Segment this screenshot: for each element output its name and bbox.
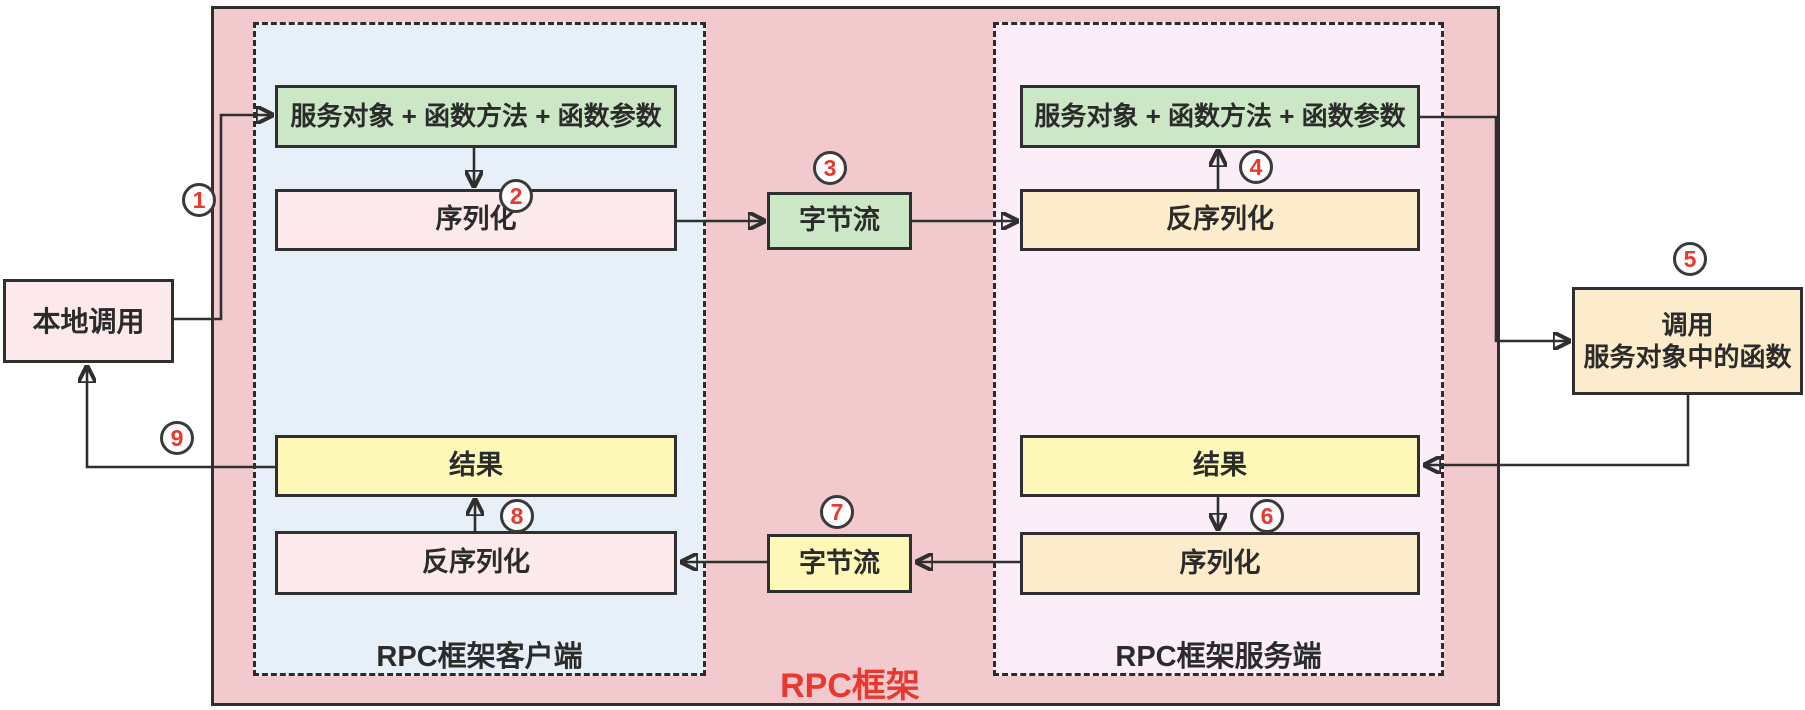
step-badge-4: 4	[1239, 150, 1273, 184]
server-serialize-label: 序列化	[1179, 547, 1261, 578]
client-result-box: 结果	[275, 435, 677, 497]
server-result-label: 结果	[1193, 450, 1247, 481]
byte-stream-top-box: 字节流	[767, 192, 912, 250]
step-badge-7: 7	[820, 495, 854, 529]
client-result-label: 结果	[449, 450, 503, 481]
invoke-function-box: 调用 服务对象中的函数	[1572, 287, 1803, 395]
client-request-box: 服务对象 + 函数方法 + 函数参数	[275, 85, 677, 148]
server-result-box: 结果	[1020, 435, 1420, 497]
byte-stream-bottom-label: 字节流	[799, 547, 880, 578]
byte-stream-bottom-box: 字节流	[767, 534, 912, 593]
step-badge-3: 3	[813, 151, 847, 185]
server-deserialize-box: 反序列化	[1020, 189, 1420, 251]
rpc-framework-label: RPC框架	[780, 667, 920, 705]
server-serialize-box: 序列化	[1020, 532, 1420, 595]
client-request-label: 服务对象 + 函数方法 + 函数参数	[290, 101, 662, 132]
step-badge-6: 6	[1250, 499, 1284, 533]
step-badge-9: 9	[160, 421, 194, 455]
local-call-box: 本地调用	[3, 279, 174, 363]
server-deserialize-label: 反序列化	[1166, 204, 1274, 235]
client-deserialize-label: 反序列化	[422, 547, 530, 578]
step-badge-5: 5	[1673, 242, 1707, 276]
client-serialize-box: 序列化	[275, 189, 677, 251]
client-serialize-label: 序列化	[435, 204, 517, 235]
server-request-box: 服务对象 + 函数方法 + 函数参数	[1020, 85, 1420, 148]
rpc-client-label: RPC框架客户端	[376, 641, 583, 673]
step-badge-1: 1	[182, 183, 216, 217]
rpc-server-label: RPC框架服务端	[1115, 641, 1322, 673]
invoke-function-label-line2: 服务对象中的函数	[1583, 342, 1792, 372]
local-call-label: 本地调用	[32, 305, 145, 337]
byte-stream-top-label: 字节流	[799, 205, 880, 236]
server-request-label: 服务对象 + 函数方法 + 函数参数	[1034, 101, 1406, 132]
step-badge-2: 2	[499, 179, 533, 213]
invoke-function-label-line1: 调用	[1661, 309, 1714, 340]
client-deserialize-box: 反序列化	[275, 531, 677, 595]
step-badge-8: 8	[500, 499, 534, 533]
